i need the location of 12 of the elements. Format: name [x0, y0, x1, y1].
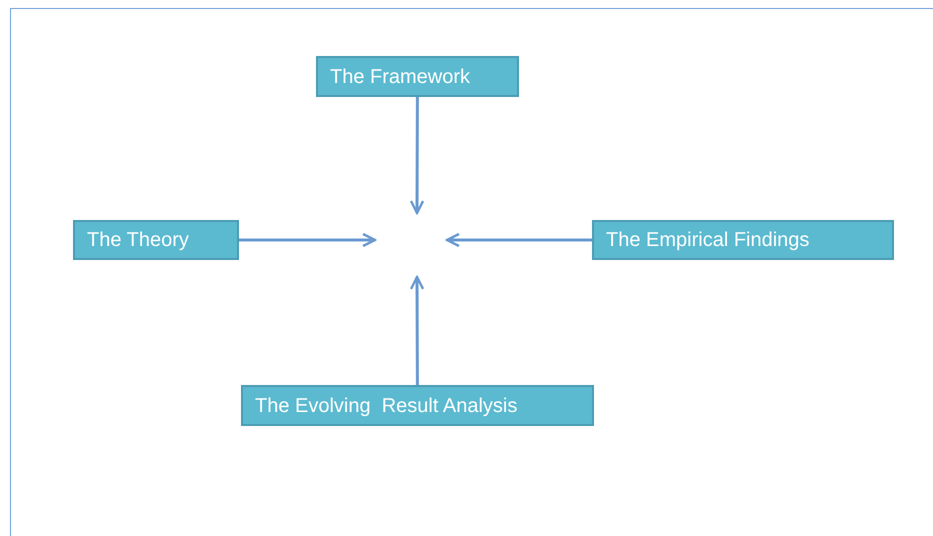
arrow — [410, 276, 424, 385]
process-box — [241, 385, 594, 426]
process-box — [592, 220, 894, 260]
box-label: The Evolving Result Analysis — [255, 394, 518, 418]
box-label: The Empirical Findings — [606, 228, 810, 253]
process-box — [316, 56, 519, 97]
arrow — [446, 232, 592, 248]
box-label: The Framework — [330, 64, 470, 90]
arrow — [410, 97, 424, 214]
arrow — [239, 232, 376, 248]
box-label: The Theory — [87, 228, 189, 253]
process-box — [73, 220, 239, 260]
